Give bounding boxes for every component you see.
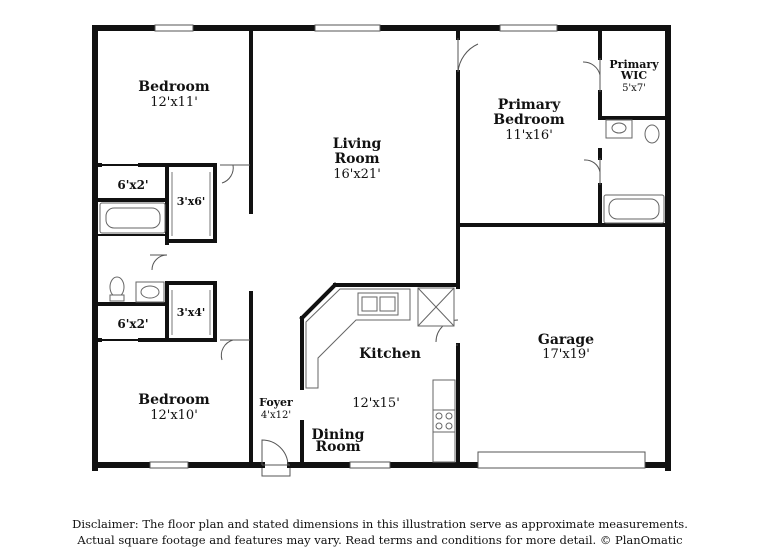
foyer-name: Foyer [259,396,293,409]
bedroom-top-name: Bedroom [138,79,210,95]
primary-wic-name-line2: WIC [620,69,647,82]
bedroom-bottom-dim: 12'x10' [150,408,198,423]
exterior-walls [92,25,671,471]
dining-name-line1: Dining [312,427,365,443]
interior-walls [95,28,668,467]
garage-dim: 17'x19' [542,347,590,362]
bedroom-top-dim: 12'x11' [150,95,198,110]
floor-plan: Bedroom 12'x11' 6'x2' 3'x6' 6'x2' 3'x4' … [92,24,671,477]
primary-bedroom-dim: 11'x16' [505,128,553,143]
disclaimer: Disclaimer: The floor plan and stated di… [0,516,760,548]
garage-name: Garage [538,332,594,348]
toilet-icon [109,276,125,298]
primary-bedroom-name-line2: Bedroom [493,112,565,128]
room-labels: Bedroom 12'x11' 6'x2' 3'x6' 6'x2' 3'x4' … [117,58,659,455]
disclaimer-line-1: Disclaimer: The floor plan and stated di… [72,517,688,531]
dining-name-line2: Room [315,439,360,455]
closet-top-dim: 6'x2' [117,178,148,192]
living-name-line1: Living [333,136,382,152]
primary-wic-name-line1: Primary [609,58,659,71]
primary-bedroom-name-line1: Primary [498,97,561,113]
kitchen-dim: 12'x15' [352,396,400,411]
closet-bottom-dim: 6'x2' [117,317,148,331]
living-dim: 16'x21' [333,167,381,182]
living-name-line2: Room [334,151,379,167]
primary-wic-dim: 5'x7' [622,83,646,94]
kitchen-name: Kitchen [359,346,421,362]
stove-icon [432,409,456,433]
door-swings [150,38,601,477]
toilet-icon [644,124,660,144]
foyer-dim: 4'x12' [261,410,291,421]
windows [149,24,646,469]
kitchen-fixtures [305,287,456,463]
linen-bottom-dim: 3'x4' [177,306,206,319]
bath-fixtures [99,119,665,303]
bedroom-bottom-name: Bedroom [138,392,210,408]
linen-top-dim: 3'x6' [177,195,206,208]
closet-shelves [171,172,211,335]
disclaimer-line-2: Actual square footage and features may v… [77,533,683,547]
